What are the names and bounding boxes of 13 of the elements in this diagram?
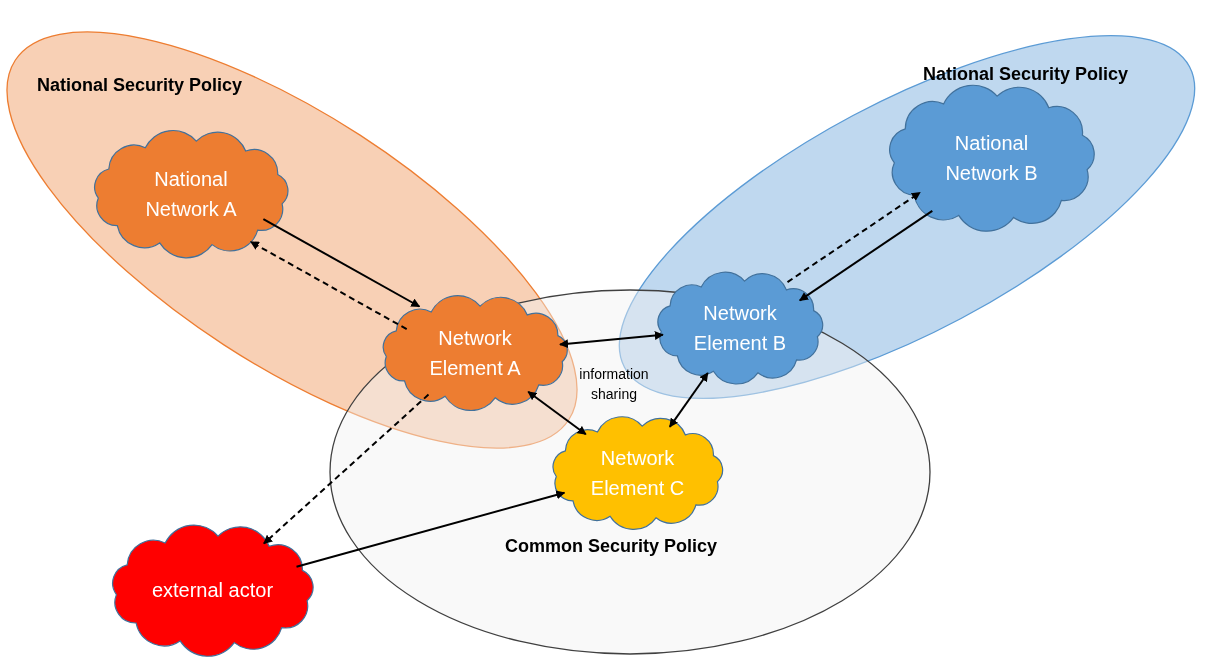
dashed-arrow [786,191,921,284]
arrow [798,209,934,302]
annotation-text: information sharing [578,365,650,405]
double-arrow [559,331,664,349]
arrow [262,218,421,308]
double-arrow [527,390,587,436]
policy-heading: National Security Policy [923,64,1129,85]
double-arrow [668,372,709,428]
policy-heading: Common Security Policy [505,536,718,557]
dashed-arrow [262,393,430,545]
arrow [295,490,566,568]
dashed-arrow [249,240,408,331]
policy-heading: National Security Policy [37,75,243,96]
